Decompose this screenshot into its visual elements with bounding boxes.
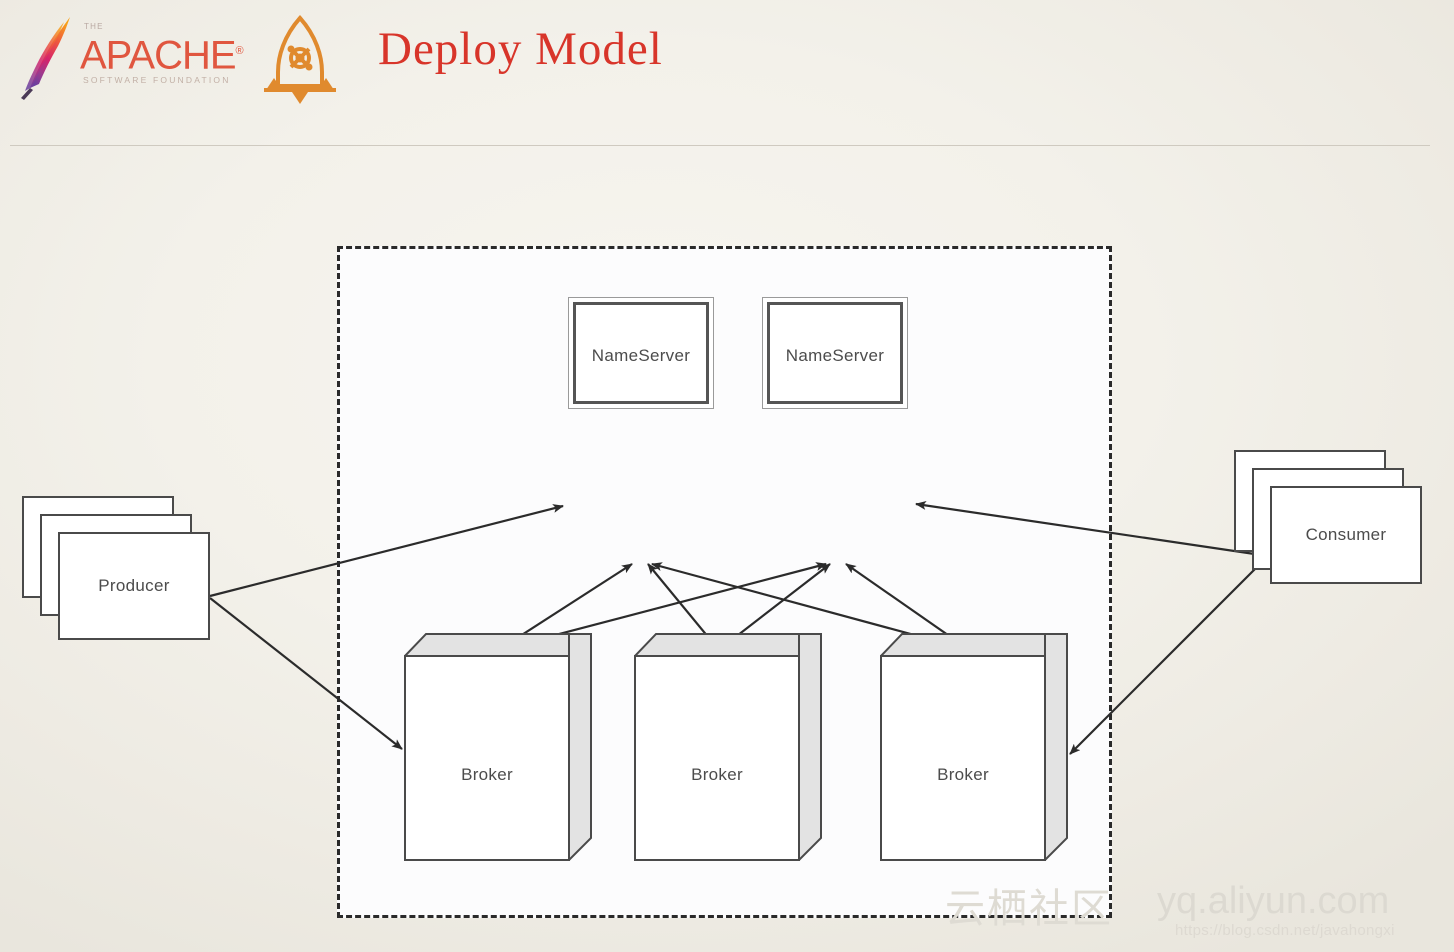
registered-mark-icon: ® xyxy=(235,45,244,57)
broker-node-3[interactable]: Broker xyxy=(880,633,1068,861)
consumer-node[interactable]: Consumer xyxy=(1234,450,1434,610)
broker-label-3: Broker xyxy=(937,765,989,784)
broker-front-face xyxy=(880,655,1046,861)
rocketmq-rocket-icon xyxy=(264,14,336,104)
broker-top-face xyxy=(404,633,592,657)
consumer-label: Consumer xyxy=(1305,525,1387,544)
broker-label-1: Broker xyxy=(461,765,513,784)
broker-front-face xyxy=(634,655,800,861)
apache-tagline-text: SOFTWARE FOUNDATION xyxy=(83,75,231,85)
apache-wordmark: THE APACHE® SOFTWARE FOUNDATION xyxy=(80,22,250,94)
broker-side-face xyxy=(1044,633,1068,861)
broker-node-1[interactable]: Broker xyxy=(404,633,592,861)
apache-the-text: THE xyxy=(84,22,104,31)
broker-label-2: Broker xyxy=(691,765,743,784)
broker-node-2[interactable]: Broker xyxy=(634,633,822,861)
producer-label: Producer xyxy=(98,576,170,595)
edge-producer-to-nameserver1 xyxy=(209,504,564,598)
edge-consumer-to-nameserver2 xyxy=(915,501,1269,558)
nameserver-inner-frame: NameServer xyxy=(767,302,903,404)
nameserver-label-1: NameServer xyxy=(591,346,691,365)
apache-feather-icon xyxy=(21,17,70,100)
deployment-diagram: NameServer NameServer Broker xyxy=(0,146,1454,952)
apache-software-foundation-logo: THE APACHE® SOFTWARE FOUNDATION xyxy=(18,14,250,100)
broker-top-face xyxy=(634,633,822,657)
nameserver-node-1[interactable]: NameServer xyxy=(568,297,714,409)
page-title: Deploy Model xyxy=(378,23,663,75)
broker-front-face xyxy=(404,655,570,861)
edge-consumer-to-broker3 xyxy=(1069,557,1267,755)
broker-top-face xyxy=(880,633,1068,657)
header-divider xyxy=(10,145,1430,146)
edge-producer-to-broker1 xyxy=(209,597,403,750)
nameserver-node-2[interactable]: NameServer xyxy=(762,297,908,409)
slide-header: THE APACHE® SOFTWARE FOUNDATION Deploy M… xyxy=(0,0,1454,146)
nameserver-label-2: NameServer xyxy=(785,346,885,365)
apache-name-text: APACHE® xyxy=(80,33,244,78)
producer-card-front xyxy=(58,532,210,640)
broker-side-face xyxy=(568,633,592,861)
producer-node[interactable]: Producer xyxy=(22,496,222,656)
broker-side-face xyxy=(798,633,822,861)
nameserver-inner-frame: NameServer xyxy=(573,302,709,404)
consumer-card-front xyxy=(1270,486,1422,584)
